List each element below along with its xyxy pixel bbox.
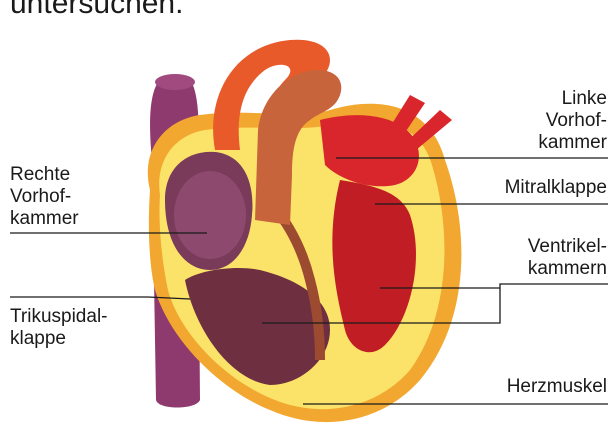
label-trikuspidalklappe: Trikuspidal- klappe bbox=[10, 306, 108, 350]
label-mitralklappe: Mitralklappe bbox=[505, 177, 607, 199]
label-rechte-vorhofkammer: Rechte Vorhof- kammer bbox=[10, 164, 79, 230]
leader-trikuspidalklappe bbox=[10, 297, 190, 299]
label-linke-vorhofkammer: Linke Vorhof- kammer bbox=[538, 88, 607, 154]
leader-ventrikelkammern-a bbox=[262, 284, 608, 323]
label-herzmuskel: Herzmuskel bbox=[507, 376, 607, 398]
label-ventrikelkammern: Ventrikel- kammern bbox=[528, 236, 607, 280]
